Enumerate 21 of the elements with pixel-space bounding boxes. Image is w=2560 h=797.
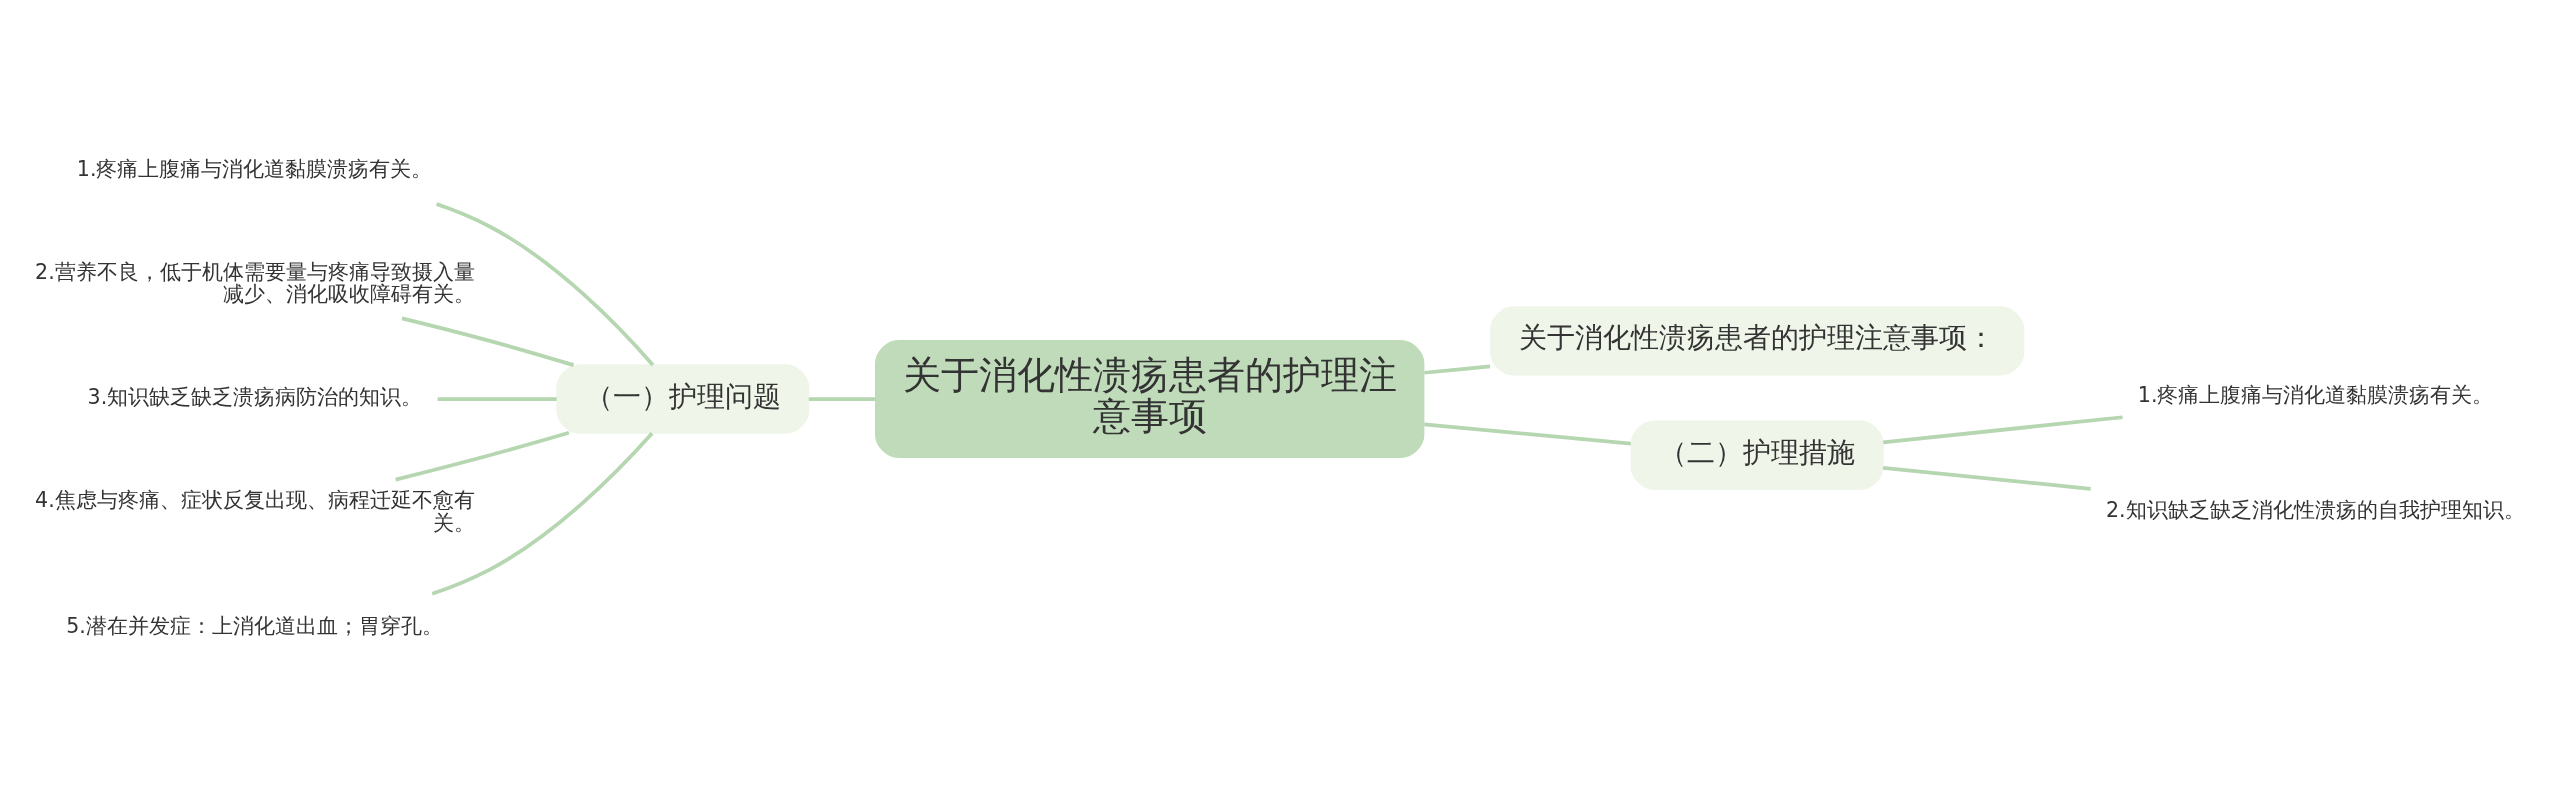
connector (395, 430, 570, 481)
node-text: 2.知识缺乏缺乏消化性溃疡的自我护理知识。 (2105, 497, 2525, 522)
connector (1882, 465, 2091, 491)
connector (1882, 414, 2123, 444)
connector (437, 396, 557, 401)
node-box: 关于消化性溃疡患者的护理注意事项： (1490, 305, 2025, 376)
connector (401, 316, 575, 367)
connector (431, 431, 654, 596)
connector (808, 396, 876, 401)
node-text: 5.潜在并发症：上消化道出血；胃穿孔。 (66, 613, 443, 638)
node-box: （二）护理措施 (1630, 420, 1884, 490)
node-box: 关于消化性溃疡患者的护理注意事项 (875, 339, 1425, 458)
node-text: 1.疼痛上腹痛与消化道黏膜溃疡有关。 (76, 156, 433, 180)
node-box: （一）护理问题 (556, 363, 810, 434)
node-text: 4.焦虑与疼痛、症状反复出现、病程迁延不愈有关。 (35, 487, 475, 535)
connector (1424, 422, 1632, 446)
connector (1424, 364, 1491, 375)
node-text: 3.知识缺乏缺乏溃疡病防治的知识。 (87, 384, 423, 409)
node-text: 2.营养不良，低于机体需要量与疼痛导致摄入量减少、消化吸收障碍有关。 (35, 259, 475, 306)
connector (435, 201, 655, 366)
node-text: 1.疼痛上腹痛与消化道黏膜溃疡有关。 (2137, 382, 2494, 407)
